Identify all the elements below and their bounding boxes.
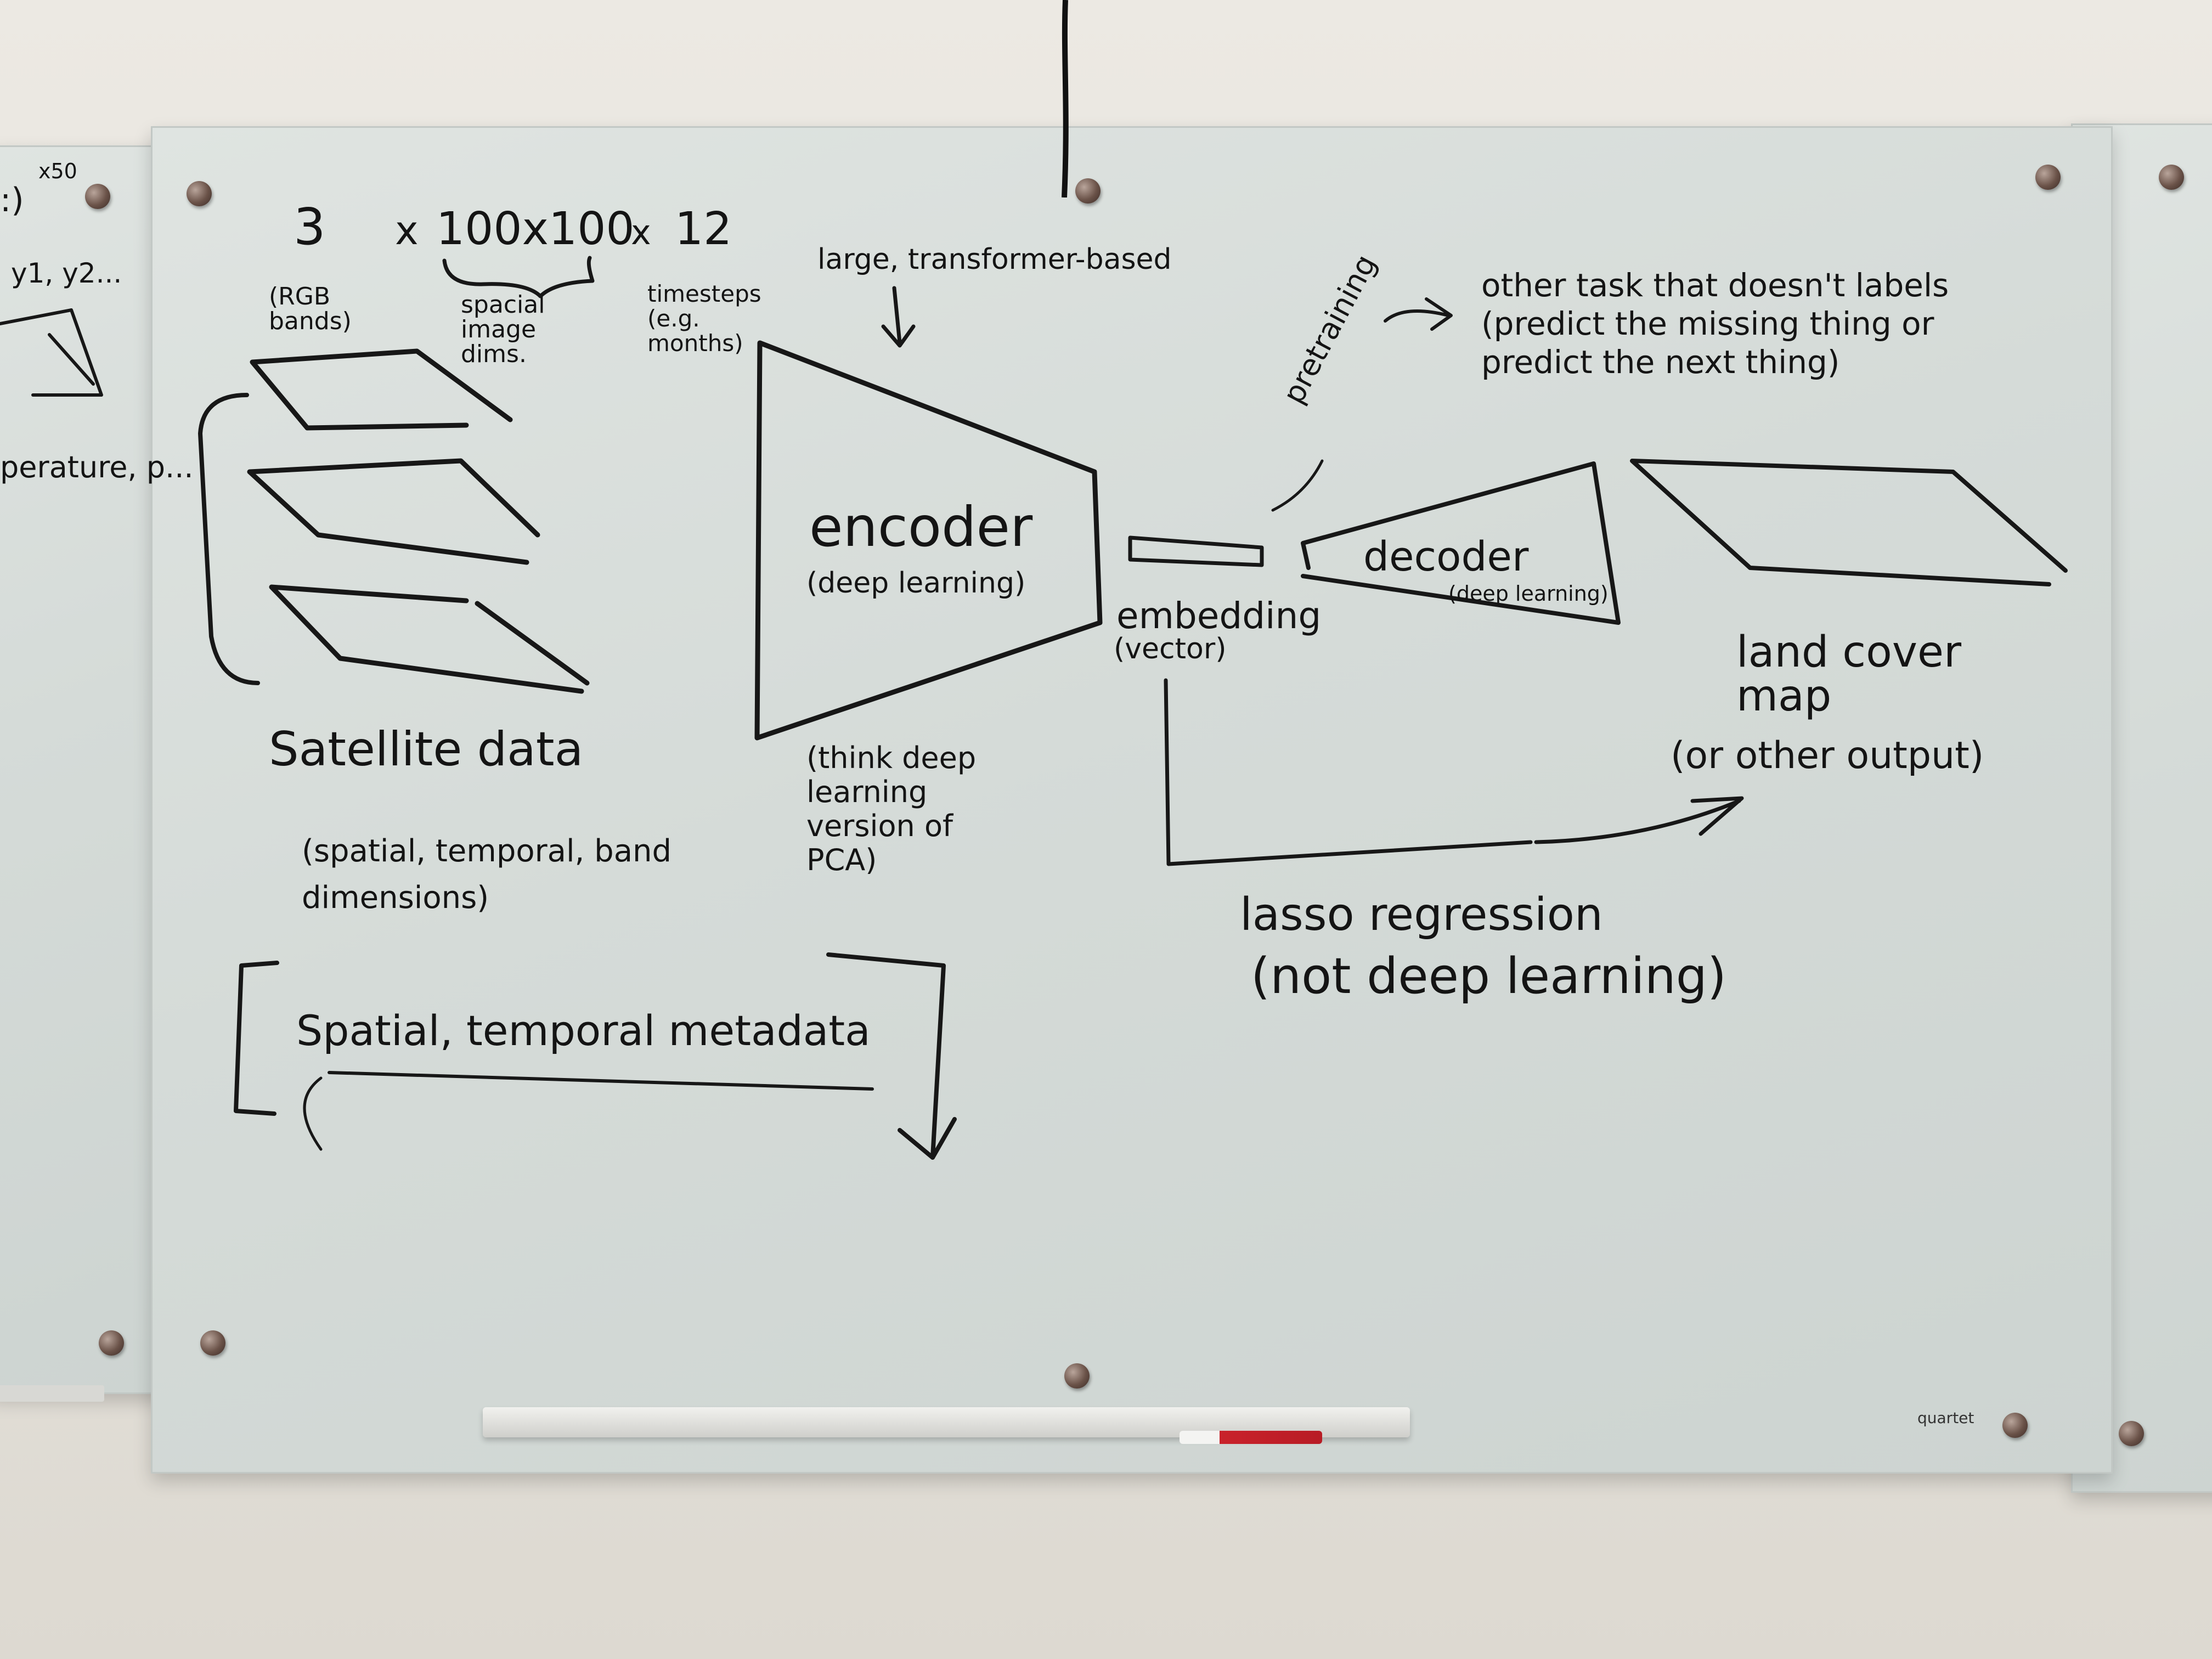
left-fragment-sketch [0,308,103,397]
hanging-cord [1062,0,1069,198]
dim-time: 12 [675,203,732,255]
metadata-label: Spatial, temporal metadata [296,1006,871,1055]
mount-pin [85,184,110,209]
encoder-sub: (deep learning) [806,567,1025,600]
mount-pin [187,181,212,206]
times-sign-1: x [395,207,419,253]
decoder-label: decoder [1363,533,1529,580]
encoder-note-arrow [881,286,916,348]
pretraining-arrow [1384,297,1453,331]
pretraining-arc [1271,459,1324,512]
metadata-bracket-left [234,961,279,1116]
embedding-label: embedding [1116,595,1321,637]
image-layer [247,458,540,565]
mount-pin [2119,1421,2144,1446]
mount-pin [200,1330,225,1356]
dim-time-note: timesteps(e.g.months) [647,280,761,357]
mount-pin [1064,1363,1090,1389]
brand-logo: quartet [1917,1409,1974,1427]
regression-path [1164,678,1744,866]
regression-sub: (not deep learning) [1251,947,1726,1005]
left-marker-tray [0,1385,104,1402]
encoder-trapezoid [754,340,1103,741]
satellite-data-label: Satellite data [269,722,583,777]
left-fragment-smile: :) [0,181,24,219]
left-fragment-sketch [48,333,95,386]
decoder-trapezoid [1301,461,1621,625]
encoder-note: large, transformer-based [817,243,1172,276]
spatial-dims-brace [442,256,595,298]
left-whiteboard-panel [0,145,168,1394]
decoder-sub: (deep learning) [1448,582,1609,606]
output-sub: (or other output) [1671,734,1984,777]
dim-bands: 3 [294,198,326,256]
embedding-vector [1128,535,1264,567]
mount-pin [2035,165,2061,190]
mount-pin [2002,1413,2028,1438]
image-layer [250,348,513,431]
image-layer [269,584,590,694]
embedding-sub: (vector) [1114,633,1227,665]
mount-pin [2159,165,2184,190]
metadata-underline [328,1071,874,1091]
output-map-plane [1630,459,2068,586]
dim-spatial: 100x100 [436,203,635,255]
left-fragment-y: y1, y2... [11,257,122,289]
regression-label: lasso regression [1240,889,1603,941]
red-marker [1180,1431,1322,1444]
main-whiteboard [151,126,2113,1474]
pretraining-label: pretraining [1276,249,1383,409]
mount-pin [99,1330,124,1356]
pretraining-task: other task that doesn't labels(predict t… [1481,267,1949,381]
times-sign-2: x [631,212,651,252]
left-fragment-x50: x50 [38,159,77,183]
stack-bracket [198,393,260,685]
encoder-label: encoder [809,495,1033,559]
metadata-arrow [826,952,957,1160]
left-fragment-temperature: perature, p... [0,450,194,484]
metadata-stub [303,1076,323,1151]
mount-pin [1075,178,1101,204]
